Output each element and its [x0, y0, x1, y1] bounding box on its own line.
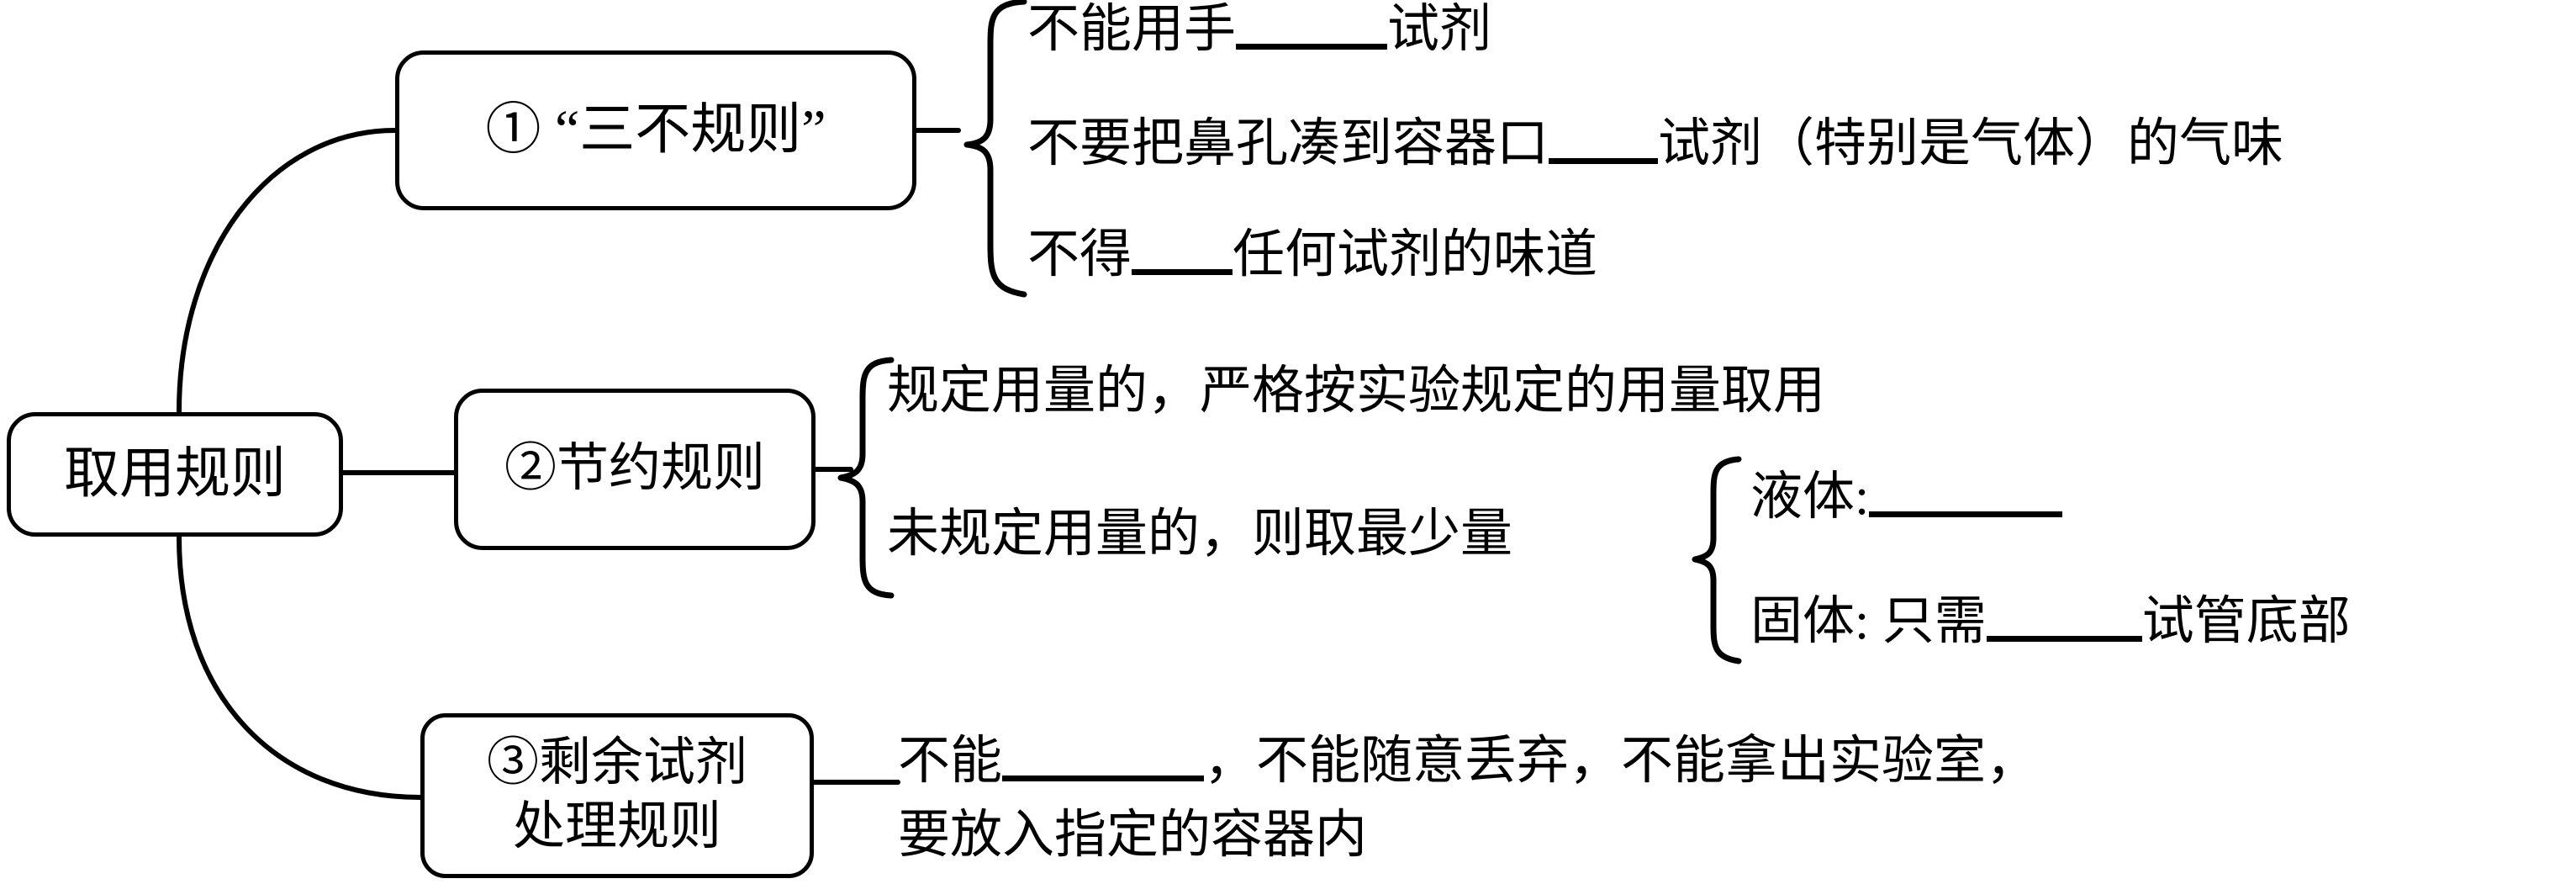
connector-root-to-branch1: [177, 128, 398, 414]
rule-3-1-blank[interactable]: [1002, 737, 1205, 781]
rule-1-2-blank[interactable]: [1549, 119, 1659, 164]
connector-root-to-branch3: [177, 535, 423, 800]
rule-2-2-a: 液体:: [1750, 468, 2063, 526]
node-root[interactable]: 取用规则: [7, 412, 343, 537]
rule-2-1: 规定用量的，严格按实验规定的用量取用: [887, 365, 1825, 417]
rule-3-2-text: 要放入指定的容器内: [898, 807, 1368, 864]
rule-3-2: 要放入指定的容器内: [898, 809, 1367, 861]
node-branch-2[interactable]: ②节约规则: [454, 389, 816, 550]
rule-2-2-b-after: 试管底部: [2141, 593, 2351, 650]
node-branch-1[interactable]: ① “三不规则”: [395, 50, 916, 210]
node-branch-3-label: ③剩余试剂 处理规则: [486, 734, 747, 855]
node-branch-2-label: ②节约规则: [504, 440, 765, 498]
rule-1-2-after: 试剂（特别是气体）的气味: [1658, 115, 2284, 172]
rule-2-2: 未规定用量的，则取最少量: [887, 508, 1512, 560]
rule-1-3: 不得 任何试剂的味道: [1027, 229, 1597, 281]
rule-2-2-a-before: 液体:: [1750, 468, 1870, 526]
rule-3-1: 不能 ，不能随意丢弃，不能拿出实验室，: [898, 735, 2038, 787]
rule-1-3-blank[interactable]: [1132, 230, 1233, 275]
rule-1-3-before: 不得: [1027, 226, 1132, 283]
rule-2-2-b: 固体: 只需 试管底部: [1750, 596, 2351, 648]
rule-1-1: 不能用手 试剂: [1027, 3, 1491, 56]
rule-3-1-before: 不能: [898, 733, 1003, 790]
brace-branch-2: [832, 352, 913, 607]
rule-1-1-blank[interactable]: [1236, 5, 1388, 50]
rule-1-2-before: 不要把鼻孔凑到容器口: [1027, 115, 1549, 172]
rule-1-1-before: 不能用手: [1027, 1, 1237, 58]
rule-2-1-text: 规定用量的，严格按实验规定的用量取用: [887, 363, 1826, 420]
rule-2-2-b-blank[interactable]: [1986, 597, 2142, 642]
rule-1-2: 不要把鼻孔凑到容器口 试剂（特别是气体）的气味: [1027, 118, 2283, 170]
node-root-label: 取用规则: [64, 443, 286, 506]
rule-1-1-after: 试剂: [1387, 1, 1492, 58]
rule-2-2-a-blank[interactable]: [1869, 473, 2063, 517]
node-branch-1-label: ① “三不规则”: [485, 99, 826, 161]
node-branch-3[interactable]: ③剩余试剂 处理规则: [420, 713, 814, 878]
rule-3-1-after: ，不能随意丢弃，不能拿出实验室，: [1204, 733, 2039, 790]
rule-2-2-b-before: 固体: 只需: [1750, 593, 1987, 650]
rule-1-3-after: 任何试剂的味道: [1233, 226, 1598, 283]
rule-2-2-text: 未规定用量的，则取最少量: [887, 506, 1513, 563]
brace-branch-1: [958, 0, 1051, 306]
brace-branch-2-sub: [1687, 451, 1754, 673]
